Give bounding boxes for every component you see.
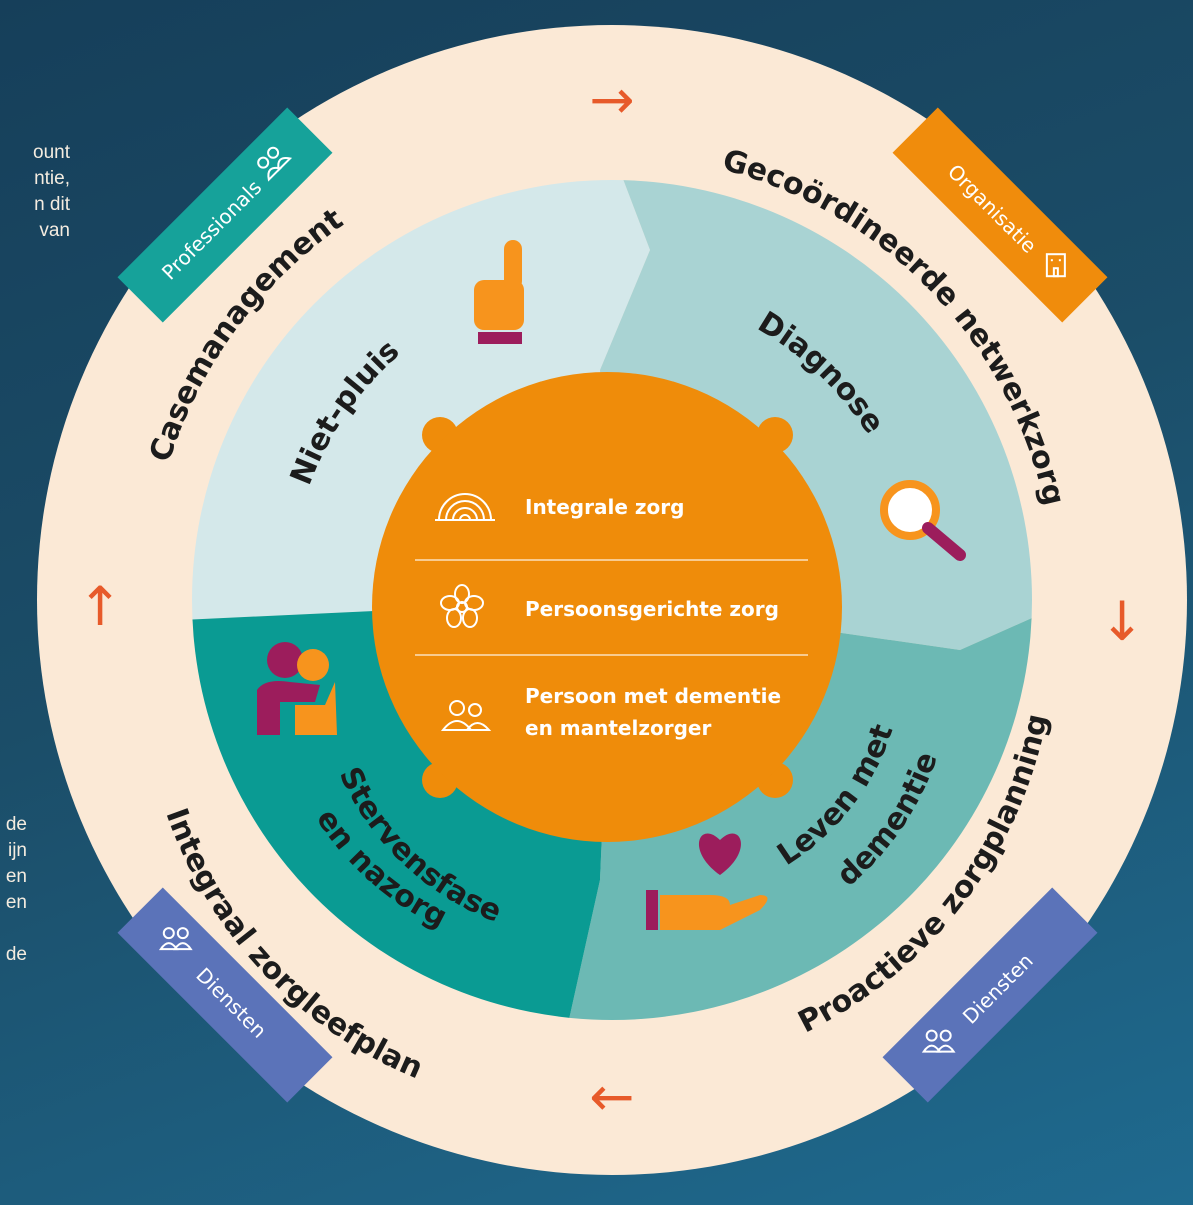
heart-hand-icon (646, 833, 768, 930)
people-icon (257, 146, 293, 182)
side-text-line: en (5, 866, 27, 887)
side-text-line: van (39, 220, 70, 241)
arrow-bottom: ← (589, 1065, 634, 1128)
hug-icon (257, 642, 337, 735)
side-text-line: ntie, (34, 168, 70, 189)
side-text-bottom: de ijn en en de (0, 812, 27, 968)
flower-icon (440, 584, 484, 628)
people-icon (440, 700, 492, 731)
center-disc (372, 372, 842, 842)
people-icon (158, 927, 193, 951)
building-icon (1045, 253, 1066, 278)
center-item-persoonsgerichte-zorg: Persoonsgerichte zorg (525, 597, 779, 621)
arrow-left: ↑ (77, 575, 122, 638)
center-item-integrale-zorg: Integrale zorg (525, 495, 684, 519)
side-text-line: en (5, 892, 27, 913)
rainbow-icon (435, 493, 495, 521)
magnifier-icon (880, 480, 966, 561)
arrow-top: → (589, 68, 634, 131)
side-text-line: de (5, 814, 27, 835)
pointing-hand-icon (474, 240, 524, 344)
side-text-top: ount ntie, n dit van (0, 140, 70, 244)
arrow-right: ↓ (1099, 590, 1144, 653)
side-text-line: n dit (34, 194, 70, 215)
people-icon (921, 1029, 956, 1053)
side-text-line: ijn (7, 840, 27, 861)
side-text-line: ount (33, 142, 70, 163)
side-text-line: de (5, 944, 27, 965)
center-item-persoon-line1: Persoon met dementie (525, 684, 781, 708)
center-item-persoon-line2: en mantelzorger (525, 716, 711, 740)
